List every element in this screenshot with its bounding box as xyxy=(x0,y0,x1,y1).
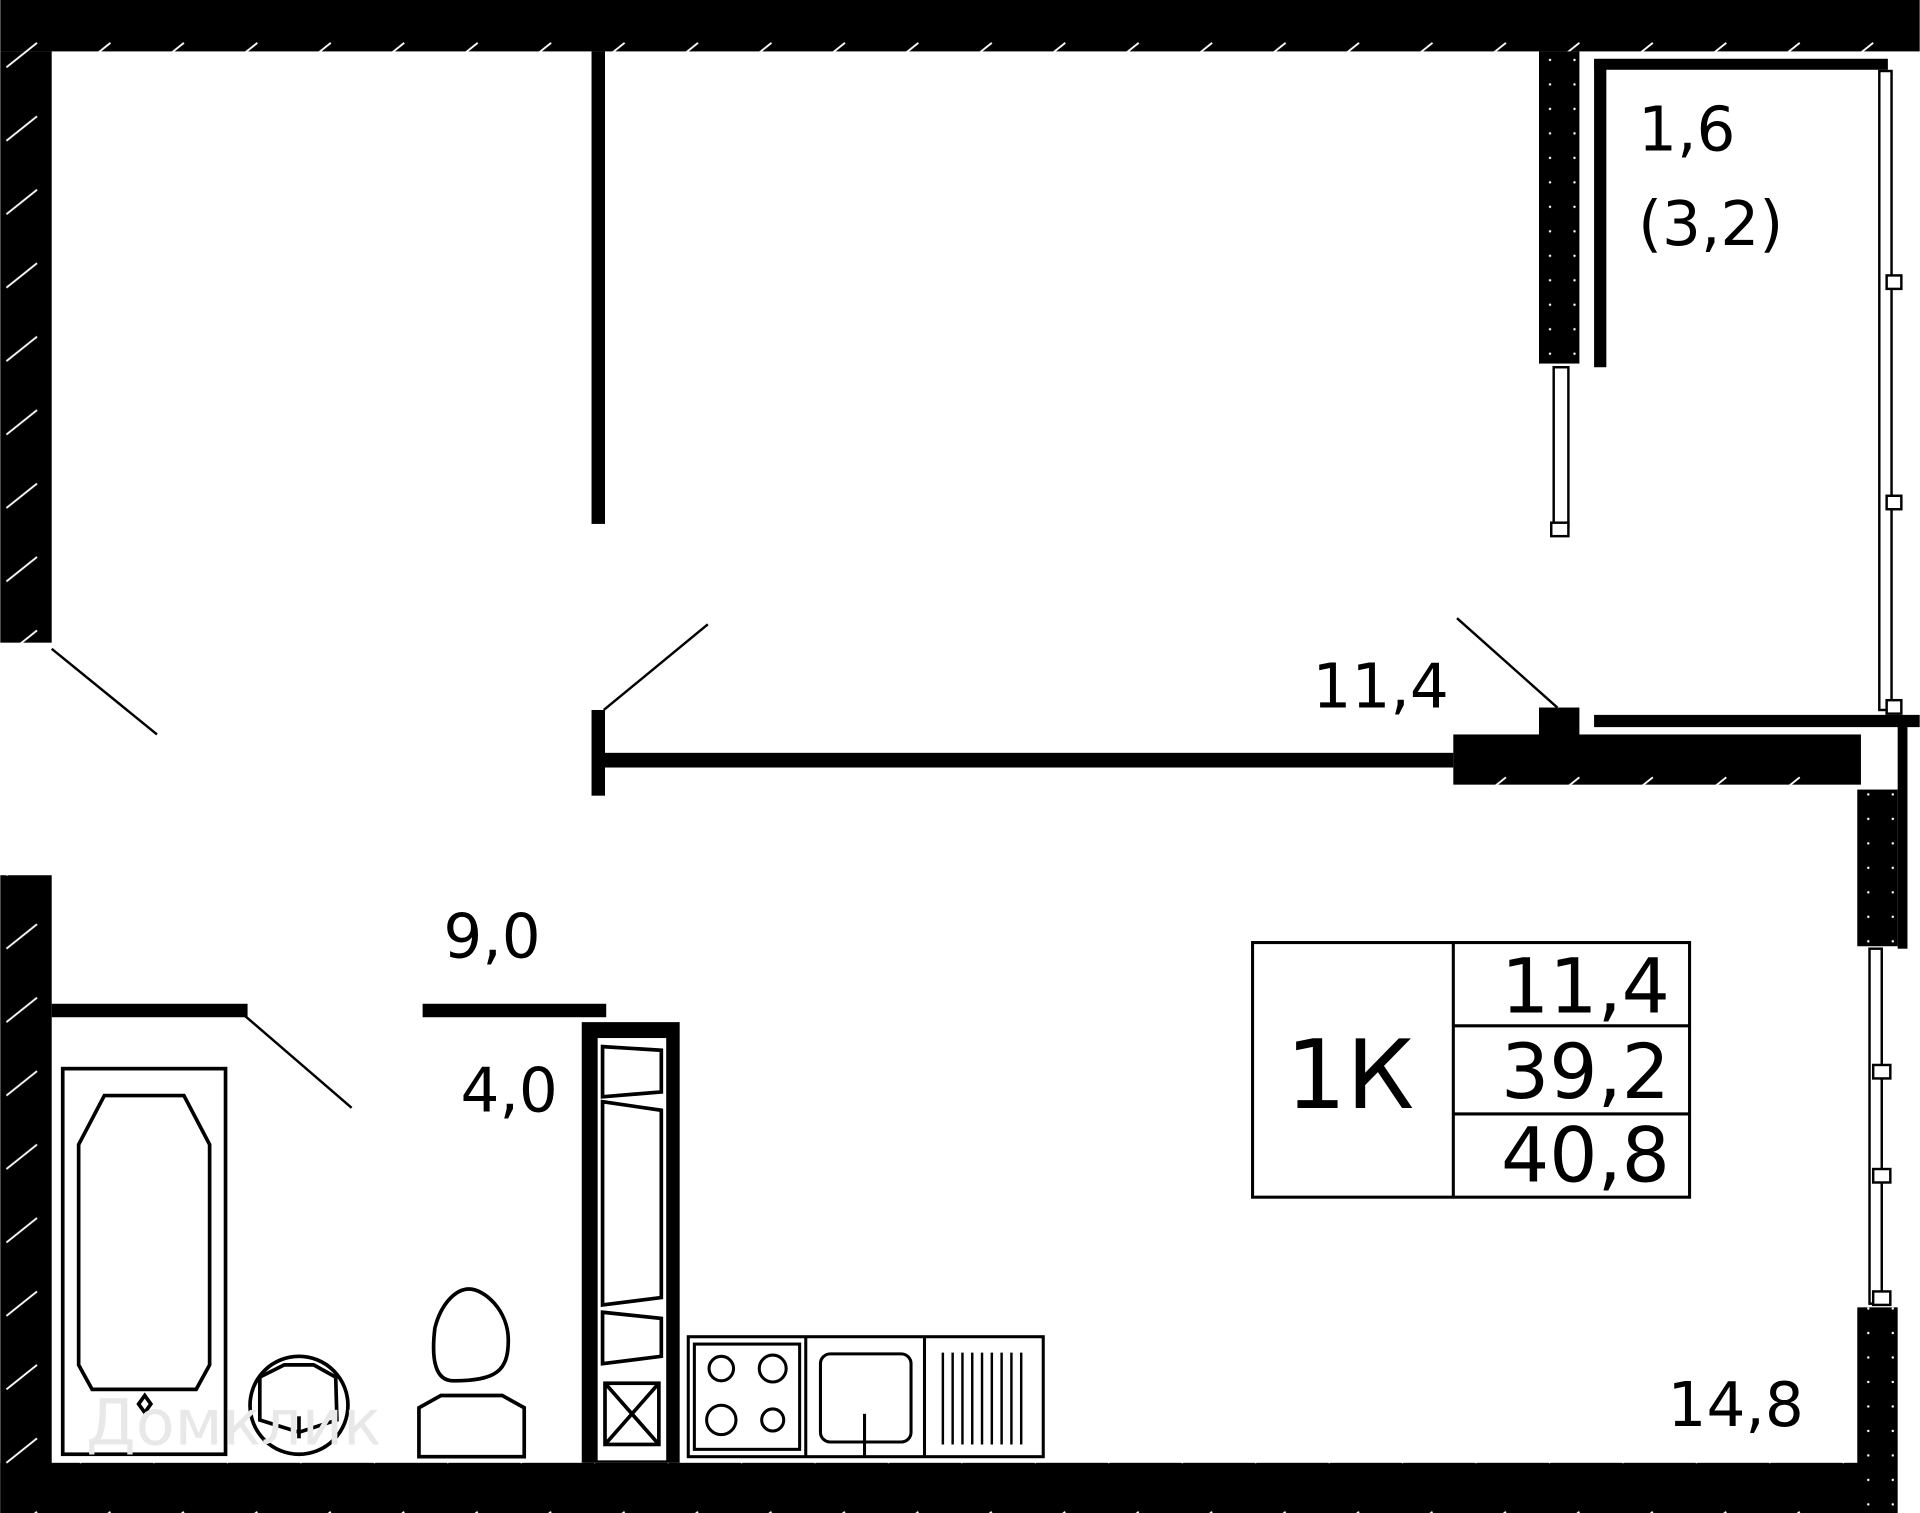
room-area: 11,4 xyxy=(1313,652,1449,723)
total-area-value: 39,2 xyxy=(1501,1028,1670,1116)
door-swings xyxy=(50,617,1559,1109)
drainer xyxy=(941,1352,1023,1445)
toilet xyxy=(417,1287,527,1459)
balcony-area-full: (3,2) xyxy=(1638,189,1783,260)
sink xyxy=(248,1354,350,1457)
bath-area: 4,0 xyxy=(461,1055,558,1126)
balcony-area: 1,6 xyxy=(1638,95,1735,166)
apartment-type: 1К xyxy=(1286,1019,1415,1131)
watermark-logo: Домклик xyxy=(86,1386,382,1460)
windows xyxy=(1550,69,1903,1307)
summary-table: 1К 11,4 39,2 40,8 xyxy=(1251,941,1692,1199)
interior-walls xyxy=(51,51,1920,1463)
kitchen-area: 14,8 xyxy=(1668,1370,1804,1441)
bathtub xyxy=(60,1066,228,1457)
wardrobe xyxy=(600,1044,664,1447)
living-area-value: 11,4 xyxy=(1501,942,1670,1030)
hall-area: 9,0 xyxy=(443,901,540,972)
kitchen-unit xyxy=(686,1335,1045,1459)
total-with-balcony-value: 40,8 xyxy=(1501,1111,1670,1199)
